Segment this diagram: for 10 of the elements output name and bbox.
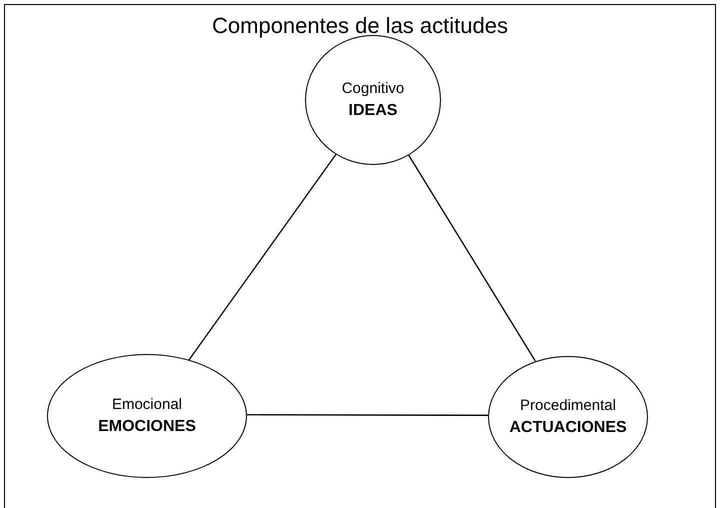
node-keyword: EMOCIONES — [98, 417, 196, 437]
node-name: Procedimental — [520, 396, 616, 416]
connector-line — [408, 154, 536, 362]
node-name: Emocional — [112, 395, 182, 415]
node-keyword: IDEAS — [348, 101, 398, 121]
title: Componentes de las actitudes — [211, 12, 509, 40]
node-name: Cognitivo — [342, 79, 404, 99]
connector-line — [247, 414, 488, 416]
node-keyword: ACTUACIONES — [509, 418, 627, 438]
connector-line — [188, 154, 336, 361]
